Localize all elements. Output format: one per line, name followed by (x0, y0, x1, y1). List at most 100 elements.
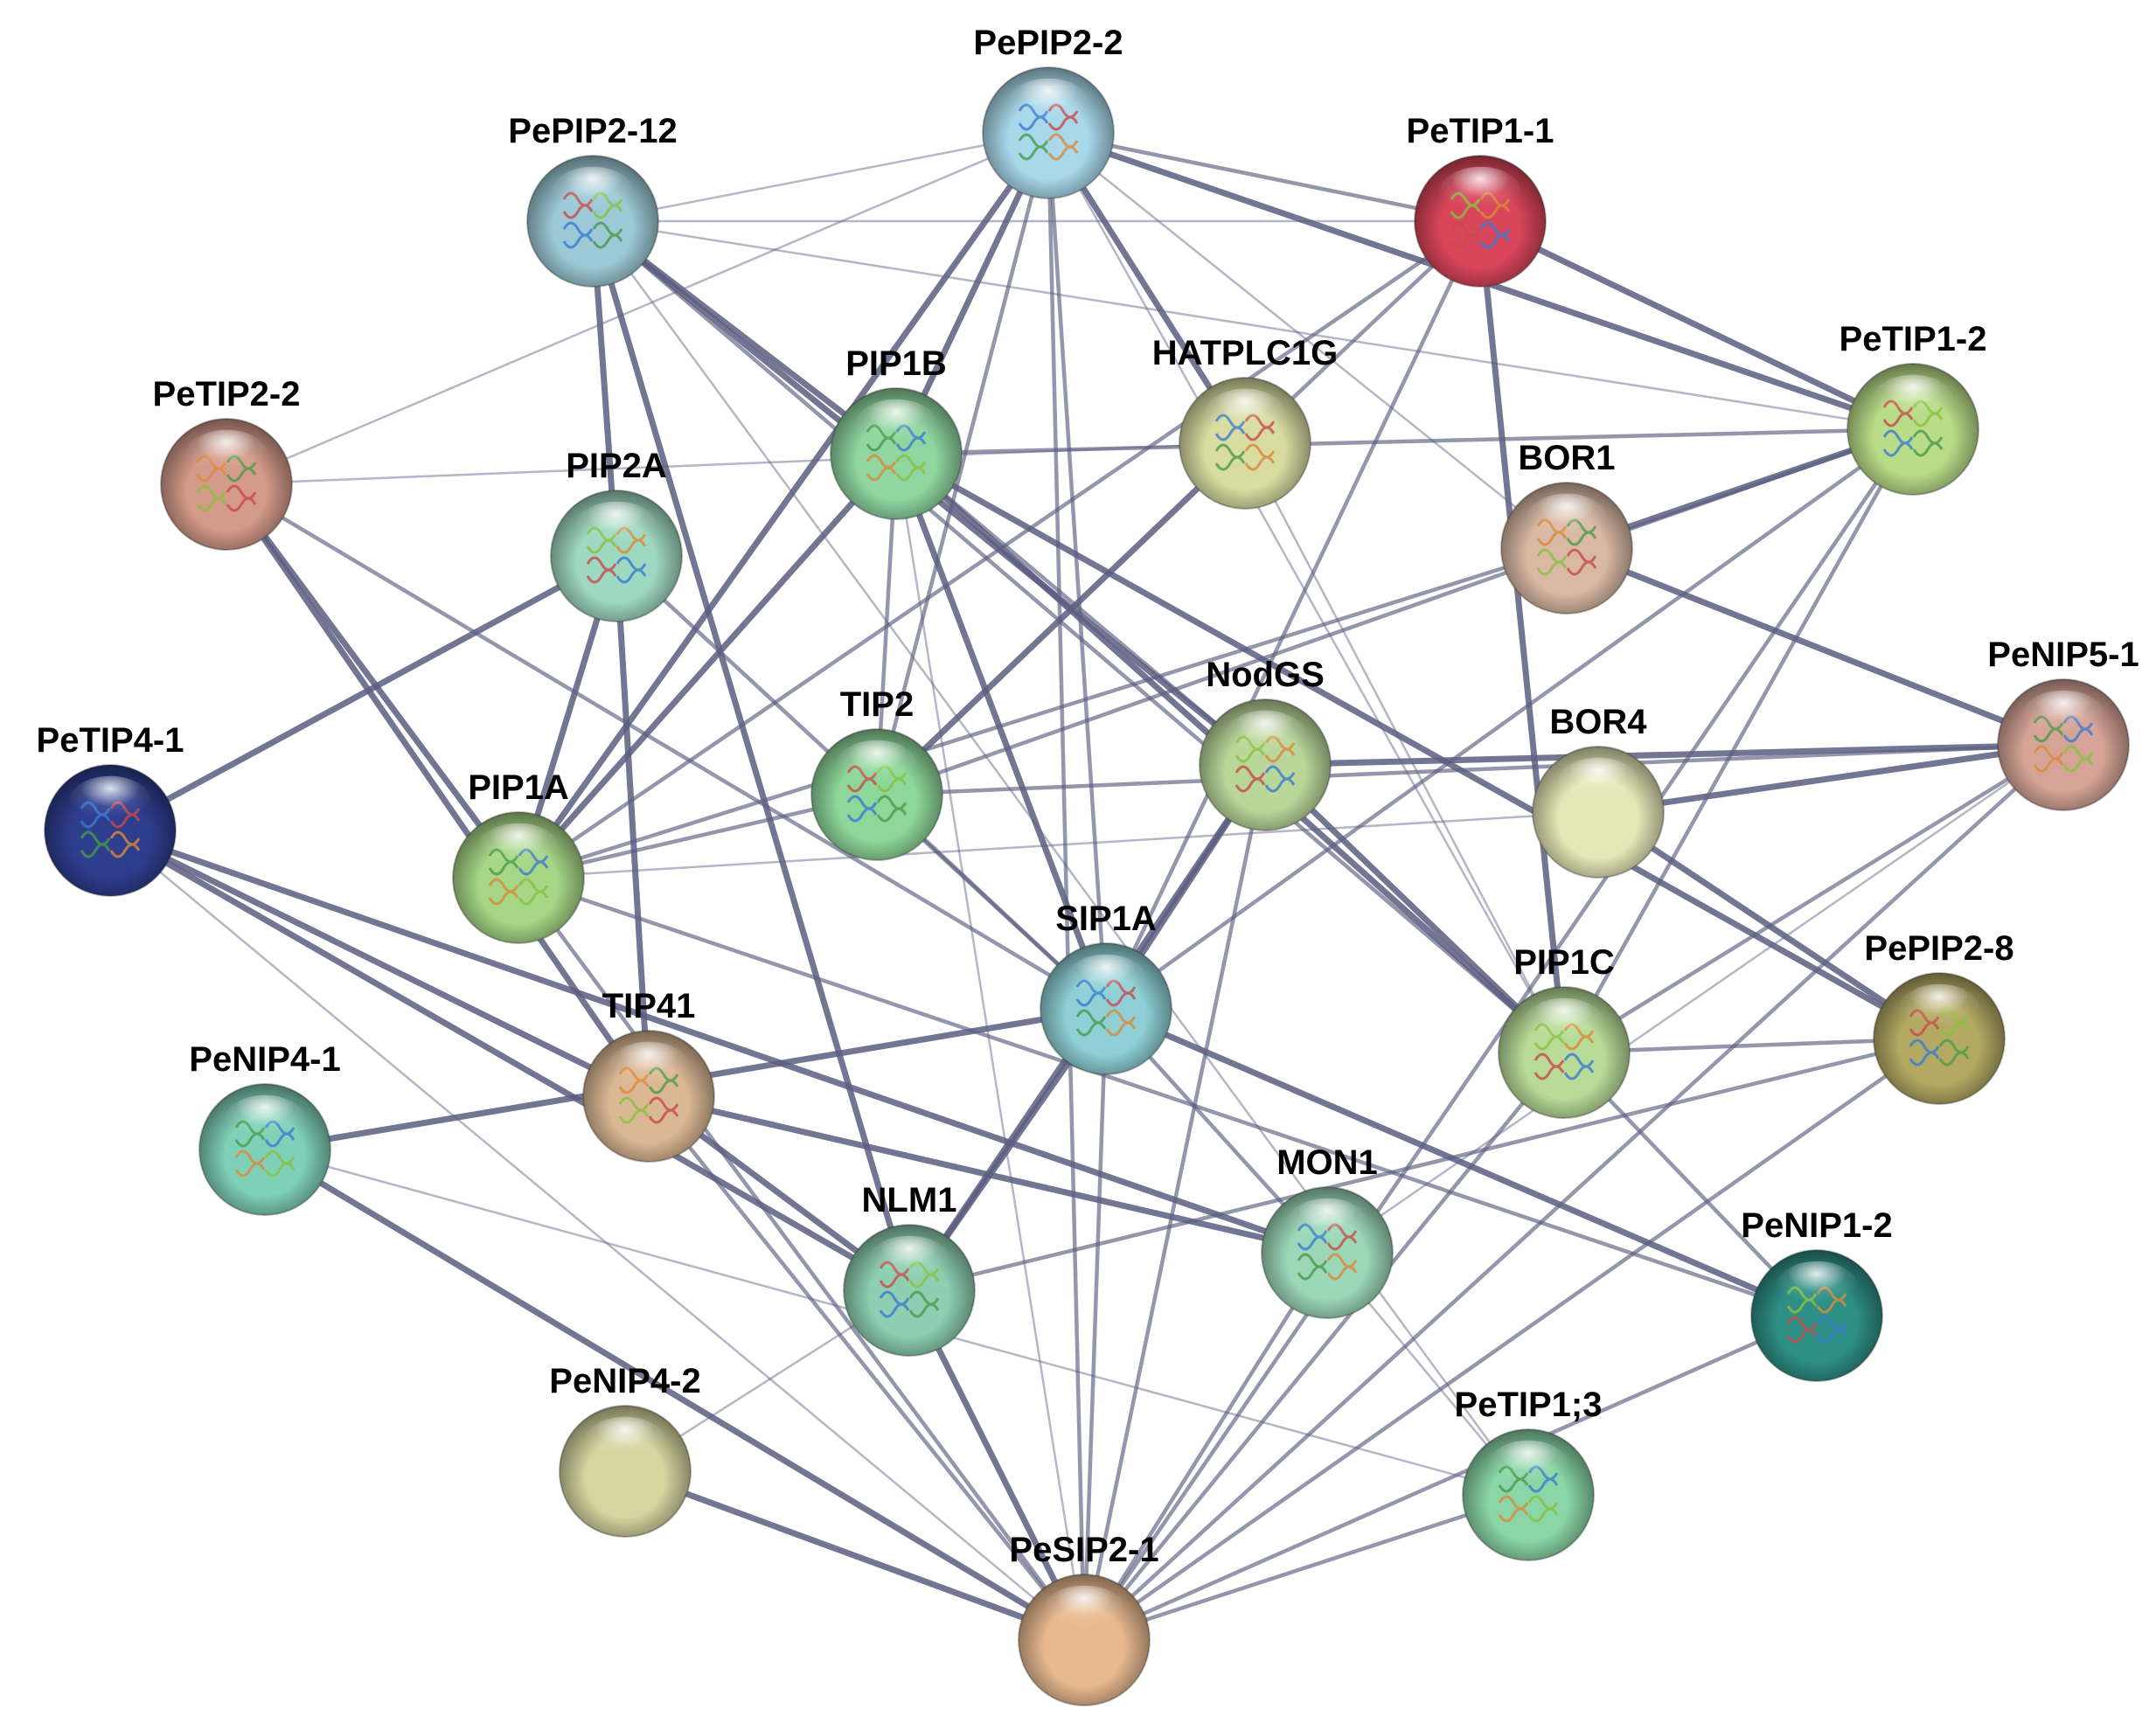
edge-pepip2-2-tip2 (874, 130, 1051, 797)
node-label: PeTIP1-1 (1407, 112, 1554, 150)
node-highlight (1007, 78, 1089, 129)
node-petip2-2[interactable]: PeTIP2-2 (153, 375, 301, 551)
node-pepip2-12[interactable]: PePIP2-12 (508, 112, 678, 288)
node-highlight (1286, 1198, 1368, 1248)
edge-petip4-1-nlm1 (107, 827, 913, 1294)
node-penip5-1[interactable]: PeNIP5-1 (1987, 636, 2139, 811)
node-pip1a[interactable]: PIP1A (452, 768, 585, 944)
edge-sip1a-pesip2-1 (1081, 1006, 1109, 1643)
node-highlight (1557, 757, 1639, 808)
edge-bor4-pepip2-8 (1595, 809, 1943, 1042)
node-label: PeSIP2-1 (1009, 1531, 1158, 1569)
edge-pepip2-12-nlm1 (589, 218, 913, 1294)
node-label: PeTIP1-2 (1840, 320, 1987, 358)
node-highlight (1224, 710, 1306, 761)
node-petip4-1[interactable]: PeTIP4-1 (37, 721, 184, 897)
node-label: PIP1A (468, 768, 569, 807)
node-nodgs[interactable]: NodGS (1199, 656, 1332, 831)
edge-pepip2-12-petip1-2 (591, 219, 1915, 431)
edge-pepip2-2-pip1a (515, 129, 1052, 881)
node-label: BOR1 (1518, 439, 1615, 477)
node-label: MON1 (1276, 1143, 1378, 1182)
edge-petip1-3-pesip2-1 (1081, 1492, 1531, 1643)
node-highlight (552, 166, 634, 217)
node-pip1b[interactable]: PIP1B (830, 344, 963, 520)
node-nlm1[interactable]: NLM1 (843, 1181, 976, 1357)
edge-bor1-penip5-1 (1563, 545, 2067, 748)
node-bor1[interactable]: BOR1 (1500, 439, 1633, 615)
edge-penip5-1-bor4 (1595, 741, 2067, 816)
node-label: NodGS (1206, 656, 1325, 694)
edge-tip41-mon1 (645, 1093, 1331, 1256)
edge-sip1a-penip1-2 (1102, 1005, 1820, 1319)
node-mon1[interactable]: MON1 (1261, 1143, 1394, 1319)
node-pesip2-1[interactable]: PeSIP2-1 (1009, 1531, 1159, 1706)
node-bor4[interactable]: BOR4 (1532, 703, 1665, 879)
edge-pip1b-pesip2-1 (894, 452, 1086, 1642)
node-pepip2-2[interactable]: PePIP2-2 (973, 24, 1123, 199)
node-highlight (224, 1094, 306, 1145)
edge-pepip2-2-petip2-2 (225, 131, 1050, 486)
edge-petip4-1-mon1 (107, 827, 1331, 1256)
node-highlight (855, 399, 937, 449)
edge-pepip2-8-nlm1 (907, 1036, 1942, 1293)
edge-bor4-pip1a (517, 810, 1600, 879)
node-penip4-2[interactable]: PeNIP4-2 (549, 1362, 701, 1538)
node-highlight (69, 775, 151, 826)
node-label: NLM1 (862, 1181, 957, 1219)
node-label: PePIP2-2 (973, 24, 1123, 62)
edge-pepip2-2-pesip2-1 (1046, 130, 1087, 1643)
edge-petip1-2-sip1a (1103, 427, 1916, 1011)
node-pepip2-8[interactable]: PePIP2-8 (1864, 929, 2014, 1105)
node-petip1-2[interactable]: PeTIP1-2 (1840, 320, 1987, 496)
node-label: PeTIP4-1 (37, 721, 184, 760)
node-label: SIP1A (1055, 900, 1157, 938)
edge-pepip2-2-sip1a (1046, 130, 1109, 1011)
node-highlight (575, 501, 657, 552)
node-tip41[interactable]: TIP41 (582, 987, 715, 1163)
node-label: PePIP2-8 (1864, 929, 2013, 968)
node-highlight (1065, 954, 1147, 1004)
node-highlight (1526, 493, 1608, 544)
edge-pepip2-12-pip1c (590, 219, 1567, 1055)
node-highlight (608, 1041, 690, 1092)
node-highlight (1776, 1261, 1858, 1311)
edge-penip5-1-pesip2-1 (1081, 742, 2066, 1643)
node-tip2[interactable]: TIP2 (810, 685, 943, 861)
node-label: BOR4 (1549, 703, 1647, 741)
edge-petip1-1-sip1a (1103, 219, 1483, 1011)
node-pip2a[interactable]: PIP2A (550, 447, 683, 622)
edge-tip41-pesip2-1 (646, 1094, 1087, 1643)
node-petip1-3[interactable]: PeTIP1;3 (1455, 1386, 1603, 1561)
node-label: PeNIP4-1 (189, 1040, 340, 1079)
node-highlight (2022, 690, 2104, 740)
edge-pip1b-pepip2-8 (893, 450, 1943, 1042)
edge-petip1-2-tip2 (874, 427, 1916, 797)
edge-pepip2-2-pip1c (1047, 131, 1566, 1054)
edge-petip4-1-tip41 (107, 827, 652, 1100)
node-label: HATPLC1G (1152, 334, 1339, 372)
edge-pip1c-pesip2-1 (1081, 1050, 1567, 1643)
edge-pip2a-tip41 (613, 552, 652, 1100)
node-penip1-2[interactable]: PeNIP1-2 (1741, 1206, 1893, 1382)
edge-hatplc1g-pip1c (1243, 441, 1566, 1054)
edge-penip5-1-pip1c (1561, 742, 2066, 1055)
edge-pip1b-pip1a (515, 450, 900, 881)
node-label: PeTIP1;3 (1455, 1386, 1603, 1424)
node-sip1a[interactable]: SIP1A (1040, 900, 1172, 1075)
node-penip4-1[interactable]: PeNIP4-1 (189, 1040, 341, 1216)
node-highlight (1439, 166, 1521, 217)
node-pip1c[interactable]: PIP1C (1498, 943, 1631, 1119)
edge-penip5-1-mon1 (1325, 743, 2065, 1254)
edge-petip4-1-pesip2-1 (108, 829, 1086, 1642)
node-highlight (836, 740, 918, 790)
node-highlight (1872, 374, 1954, 425)
node-label: PeNIP1-2 (1741, 1206, 1892, 1245)
edge-mon1-pesip2-1 (1081, 1250, 1330, 1643)
edge-penip4-1-pesip2-1 (261, 1146, 1088, 1643)
node-petip1-1[interactable]: PeTIP1-1 (1407, 112, 1554, 288)
edge-pip1a-pesip2-1 (516, 875, 1087, 1643)
node-hatplc1g[interactable]: HATPLC1G (1152, 334, 1339, 510)
node-highlight (584, 1416, 666, 1467)
